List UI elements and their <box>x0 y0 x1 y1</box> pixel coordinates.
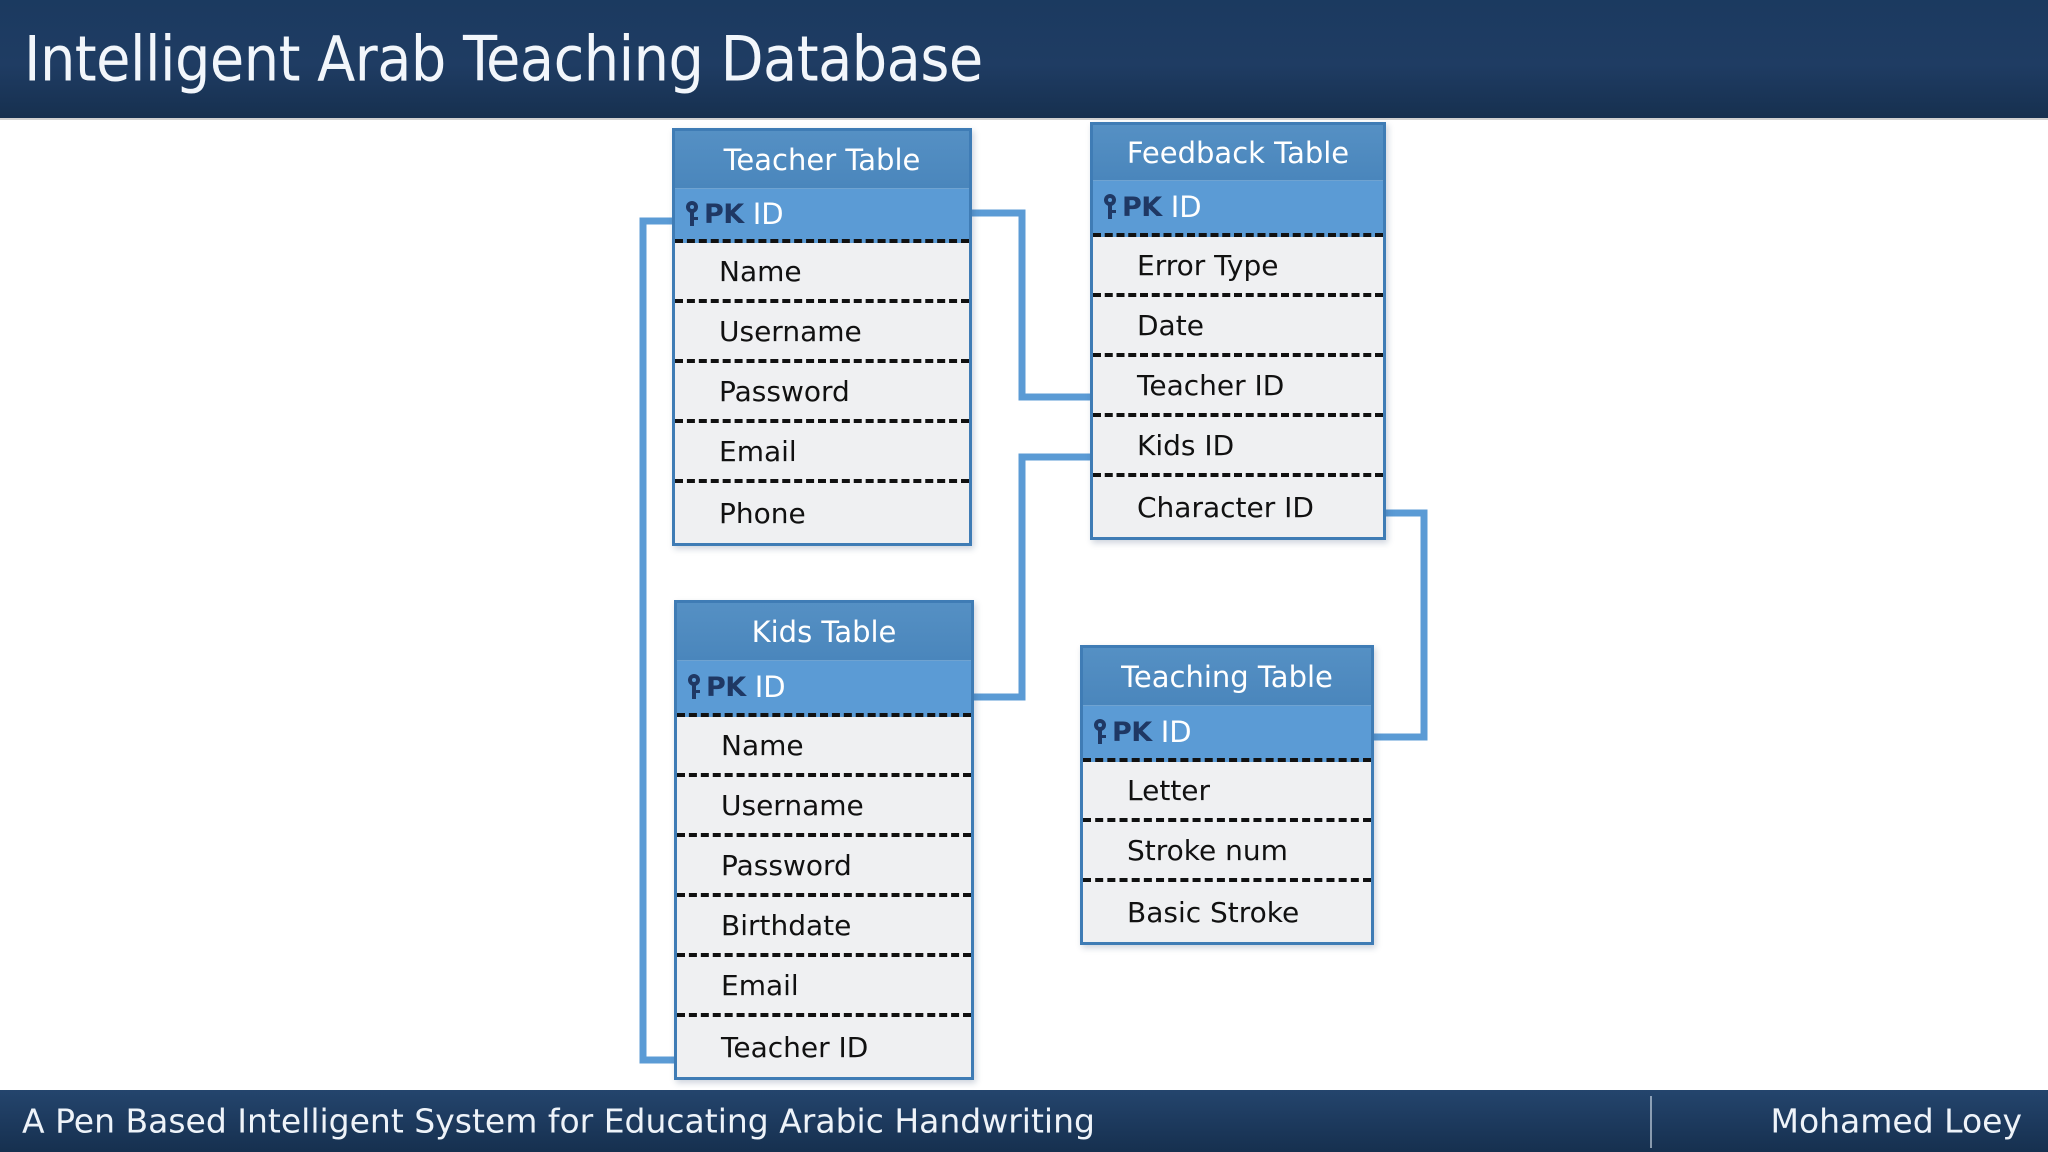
key-icon <box>1091 718 1111 746</box>
slide-footer-bar: A Pen Based Intelligent System for Educa… <box>0 1090 2048 1152</box>
connector-kids-to-feedback <box>970 453 1094 701</box>
entity-field[interactable]: Error Type <box>1093 237 1383 297</box>
entity-field[interactable]: Name <box>675 243 969 303</box>
entity-table-teaching[interactable]: Teaching Table PK ID Letter Stroke num B… <box>1080 645 1374 945</box>
pk-badge-label: PK <box>704 198 744 230</box>
key-icon <box>683 200 703 228</box>
entity-field[interactable]: Username <box>677 777 971 837</box>
entity-field[interactable]: Email <box>675 423 969 483</box>
entity-pk-row-teaching[interactable]: PK ID <box>1083 706 1371 762</box>
entity-pk-name-kids: ID <box>754 670 786 704</box>
entity-field[interactable]: Character ID <box>1093 477 1383 537</box>
entity-table-teacher[interactable]: Teacher Table PK ID Name Username Passwo… <box>672 128 972 546</box>
entity-field[interactable]: Birthdate <box>677 897 971 957</box>
entity-field[interactable]: Basic Stroke <box>1083 882 1371 942</box>
connector-teacher-to-kids <box>639 217 678 1064</box>
entity-fields-teaching: Letter Stroke num Basic Stroke <box>1083 762 1371 942</box>
entity-pk-row-teacher[interactable]: PK ID <box>675 189 969 243</box>
entity-pk-name-feedback: ID <box>1170 190 1202 224</box>
entity-field[interactable]: Name <box>677 717 971 777</box>
entity-field[interactable]: Username <box>675 303 969 363</box>
entity-field[interactable]: Stroke num <box>1083 822 1371 882</box>
entity-pk-name-teaching: ID <box>1160 715 1192 749</box>
entity-pk-name-teacher: ID <box>752 197 784 231</box>
entity-field[interactable]: Phone <box>675 483 969 543</box>
entity-title-feedback: Feedback Table <box>1093 125 1383 181</box>
entity-field[interactable]: Teacher ID <box>1093 357 1383 417</box>
connector-teaching-to-feedback <box>1370 509 1428 741</box>
key-icon <box>1101 193 1121 221</box>
key-icon <box>685 673 705 701</box>
slide-title-bar: Intelligent Arab Teaching Database <box>0 0 2048 118</box>
connector-teacher-to-feedback <box>968 209 1094 401</box>
pk-badge-label: PK <box>1112 716 1152 748</box>
page-title: Intelligent Arab Teaching Database <box>24 22 983 96</box>
entity-fields-kids: Name Username Password Birthdate Email T… <box>677 717 971 1077</box>
entity-title-teacher: Teacher Table <box>675 131 969 189</box>
entity-fields-feedback: Error Type Date Teacher ID Kids ID Chara… <box>1093 237 1383 537</box>
entity-pk-row-kids[interactable]: PK ID <box>677 661 971 717</box>
entity-table-kids[interactable]: Kids Table PK ID Name Username Password … <box>674 600 974 1080</box>
entity-title-teaching: Teaching Table <box>1083 648 1371 706</box>
footer-author: Mohamed Loey <box>1770 1101 2022 1141</box>
entity-field[interactable]: Letter <box>1083 762 1371 822</box>
entity-field[interactable]: Email <box>677 957 971 1017</box>
entity-fields-teacher: Name Username Password Email Phone <box>675 243 969 543</box>
entity-field[interactable]: Kids ID <box>1093 417 1383 477</box>
entity-table-feedback[interactable]: Feedback Table PK ID Error Type Date Tea… <box>1090 122 1386 540</box>
entity-pk-row-feedback[interactable]: PK ID <box>1093 181 1383 237</box>
footer-paper-title: A Pen Based Intelligent System for Educa… <box>22 1101 1095 1141</box>
entity-field[interactable]: Teacher ID <box>677 1017 971 1077</box>
pk-badge-label: PK <box>1122 191 1162 223</box>
pk-badge-label: PK <box>706 671 746 703</box>
entity-field[interactable]: Password <box>675 363 969 423</box>
entity-field[interactable]: Date <box>1093 297 1383 357</box>
footer-divider <box>1650 1096 1652 1148</box>
entity-title-kids: Kids Table <box>677 603 971 661</box>
entity-field[interactable]: Password <box>677 837 971 897</box>
